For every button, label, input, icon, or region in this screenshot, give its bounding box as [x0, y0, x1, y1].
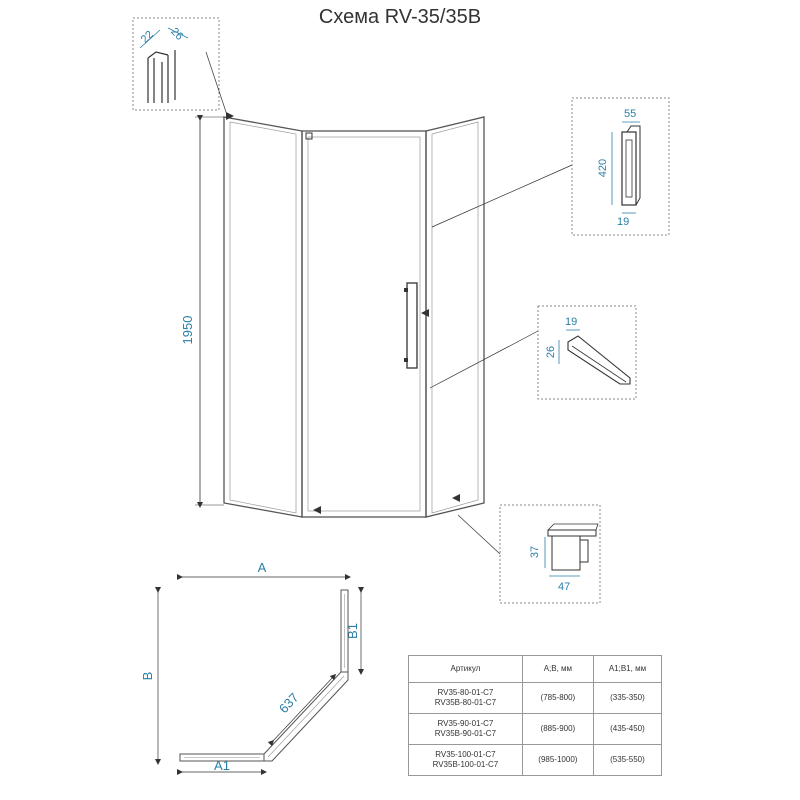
plan-view: A B B1 A1 637 — [140, 560, 364, 775]
seal-dim-19: 19 — [565, 316, 577, 328]
handle-dim-19: 19 — [617, 216, 629, 228]
table-header-article: Артикул — [408, 655, 523, 683]
diagram-title: Схема RV-35/35B — [318, 6, 482, 28]
profile-detail: 22 26 — [132, 17, 229, 119]
table-cell-ab: (985-1000) — [521, 744, 594, 776]
bracket-detail: 37 47 — [499, 504, 601, 604]
table-cell-a1b1: (335-350) — [592, 682, 663, 714]
bracket-dim-47: 47 — [558, 581, 570, 593]
plan-dim-a1: A1 — [214, 758, 230, 773]
plan-dim-637: 637 — [276, 690, 302, 716]
handle-dim-55: 55 — [624, 108, 636, 120]
seal-dim-26: 26 — [545, 346, 557, 358]
leader-bracket — [457, 514, 501, 555]
profile-dim-22: 22 — [139, 29, 156, 46]
handle-detail: 55 420 19 — [571, 97, 670, 236]
leader-handle — [431, 164, 573, 228]
plan-dim-b: B — [140, 672, 155, 681]
plan-dim-a: A — [258, 560, 267, 575]
height-dim-1950: 1950 — [180, 316, 195, 345]
table-cell-a1b1: (435-450) — [592, 713, 663, 745]
bracket-dim-37: 37 — [529, 546, 541, 558]
front-view: 1950 — [180, 112, 485, 518]
handle-dim-420: 420 — [597, 159, 609, 177]
leader-seal — [429, 330, 539, 389]
table-header-ab: A;B, мм — [521, 655, 594, 683]
plan-dim-b1: B1 — [345, 623, 360, 639]
table-cell-a1b1: (535-550) — [592, 744, 663, 776]
profile-dim-26: 26 — [168, 26, 185, 43]
seal-detail: 19 26 — [537, 305, 637, 400]
table-cell-ab: (785-800) — [521, 682, 594, 714]
table-header-a1b1: A1;B1, мм — [592, 655, 663, 683]
table-cell-ab: (885-900) — [521, 713, 594, 745]
